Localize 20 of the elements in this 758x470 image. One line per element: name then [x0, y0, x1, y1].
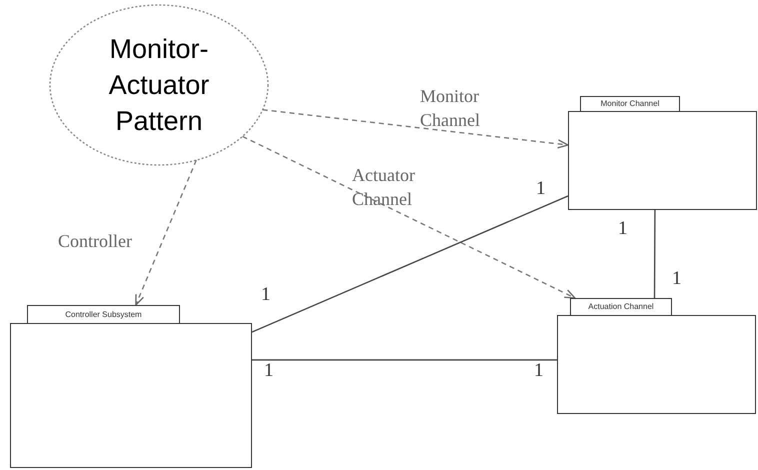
- multiplicity-label: 1: [261, 284, 270, 306]
- multiplicity-label: 1: [536, 178, 546, 200]
- multiplicity-label: 1: [618, 218, 628, 240]
- dependency-arrow: [242, 136, 576, 299]
- pattern-ellipse: [49, 4, 269, 166]
- multiplicity-label: 1: [672, 268, 682, 290]
- pattern-title: Monitor-Actuator Pattern: [108, 33, 210, 138]
- package-name: Monitor Channel: [600, 99, 660, 109]
- edge-label: Monitor Channel: [420, 85, 481, 132]
- association-line: [654, 210, 656, 298]
- association-line: [252, 359, 557, 361]
- multiplicity-label: 1: [264, 360, 274, 382]
- edge-label: Controller: [58, 230, 133, 253]
- dependency-arrow: [135, 160, 197, 306]
- dependency-arrow: [262, 109, 569, 148]
- multiplicity-label: 1: [534, 360, 544, 382]
- edge-label: Actuator Channel: [352, 164, 416, 211]
- association-line: [252, 195, 568, 333]
- package-name: Controller Subsystem: [65, 310, 142, 320]
- package-name: Actuation Channel: [588, 302, 654, 312]
